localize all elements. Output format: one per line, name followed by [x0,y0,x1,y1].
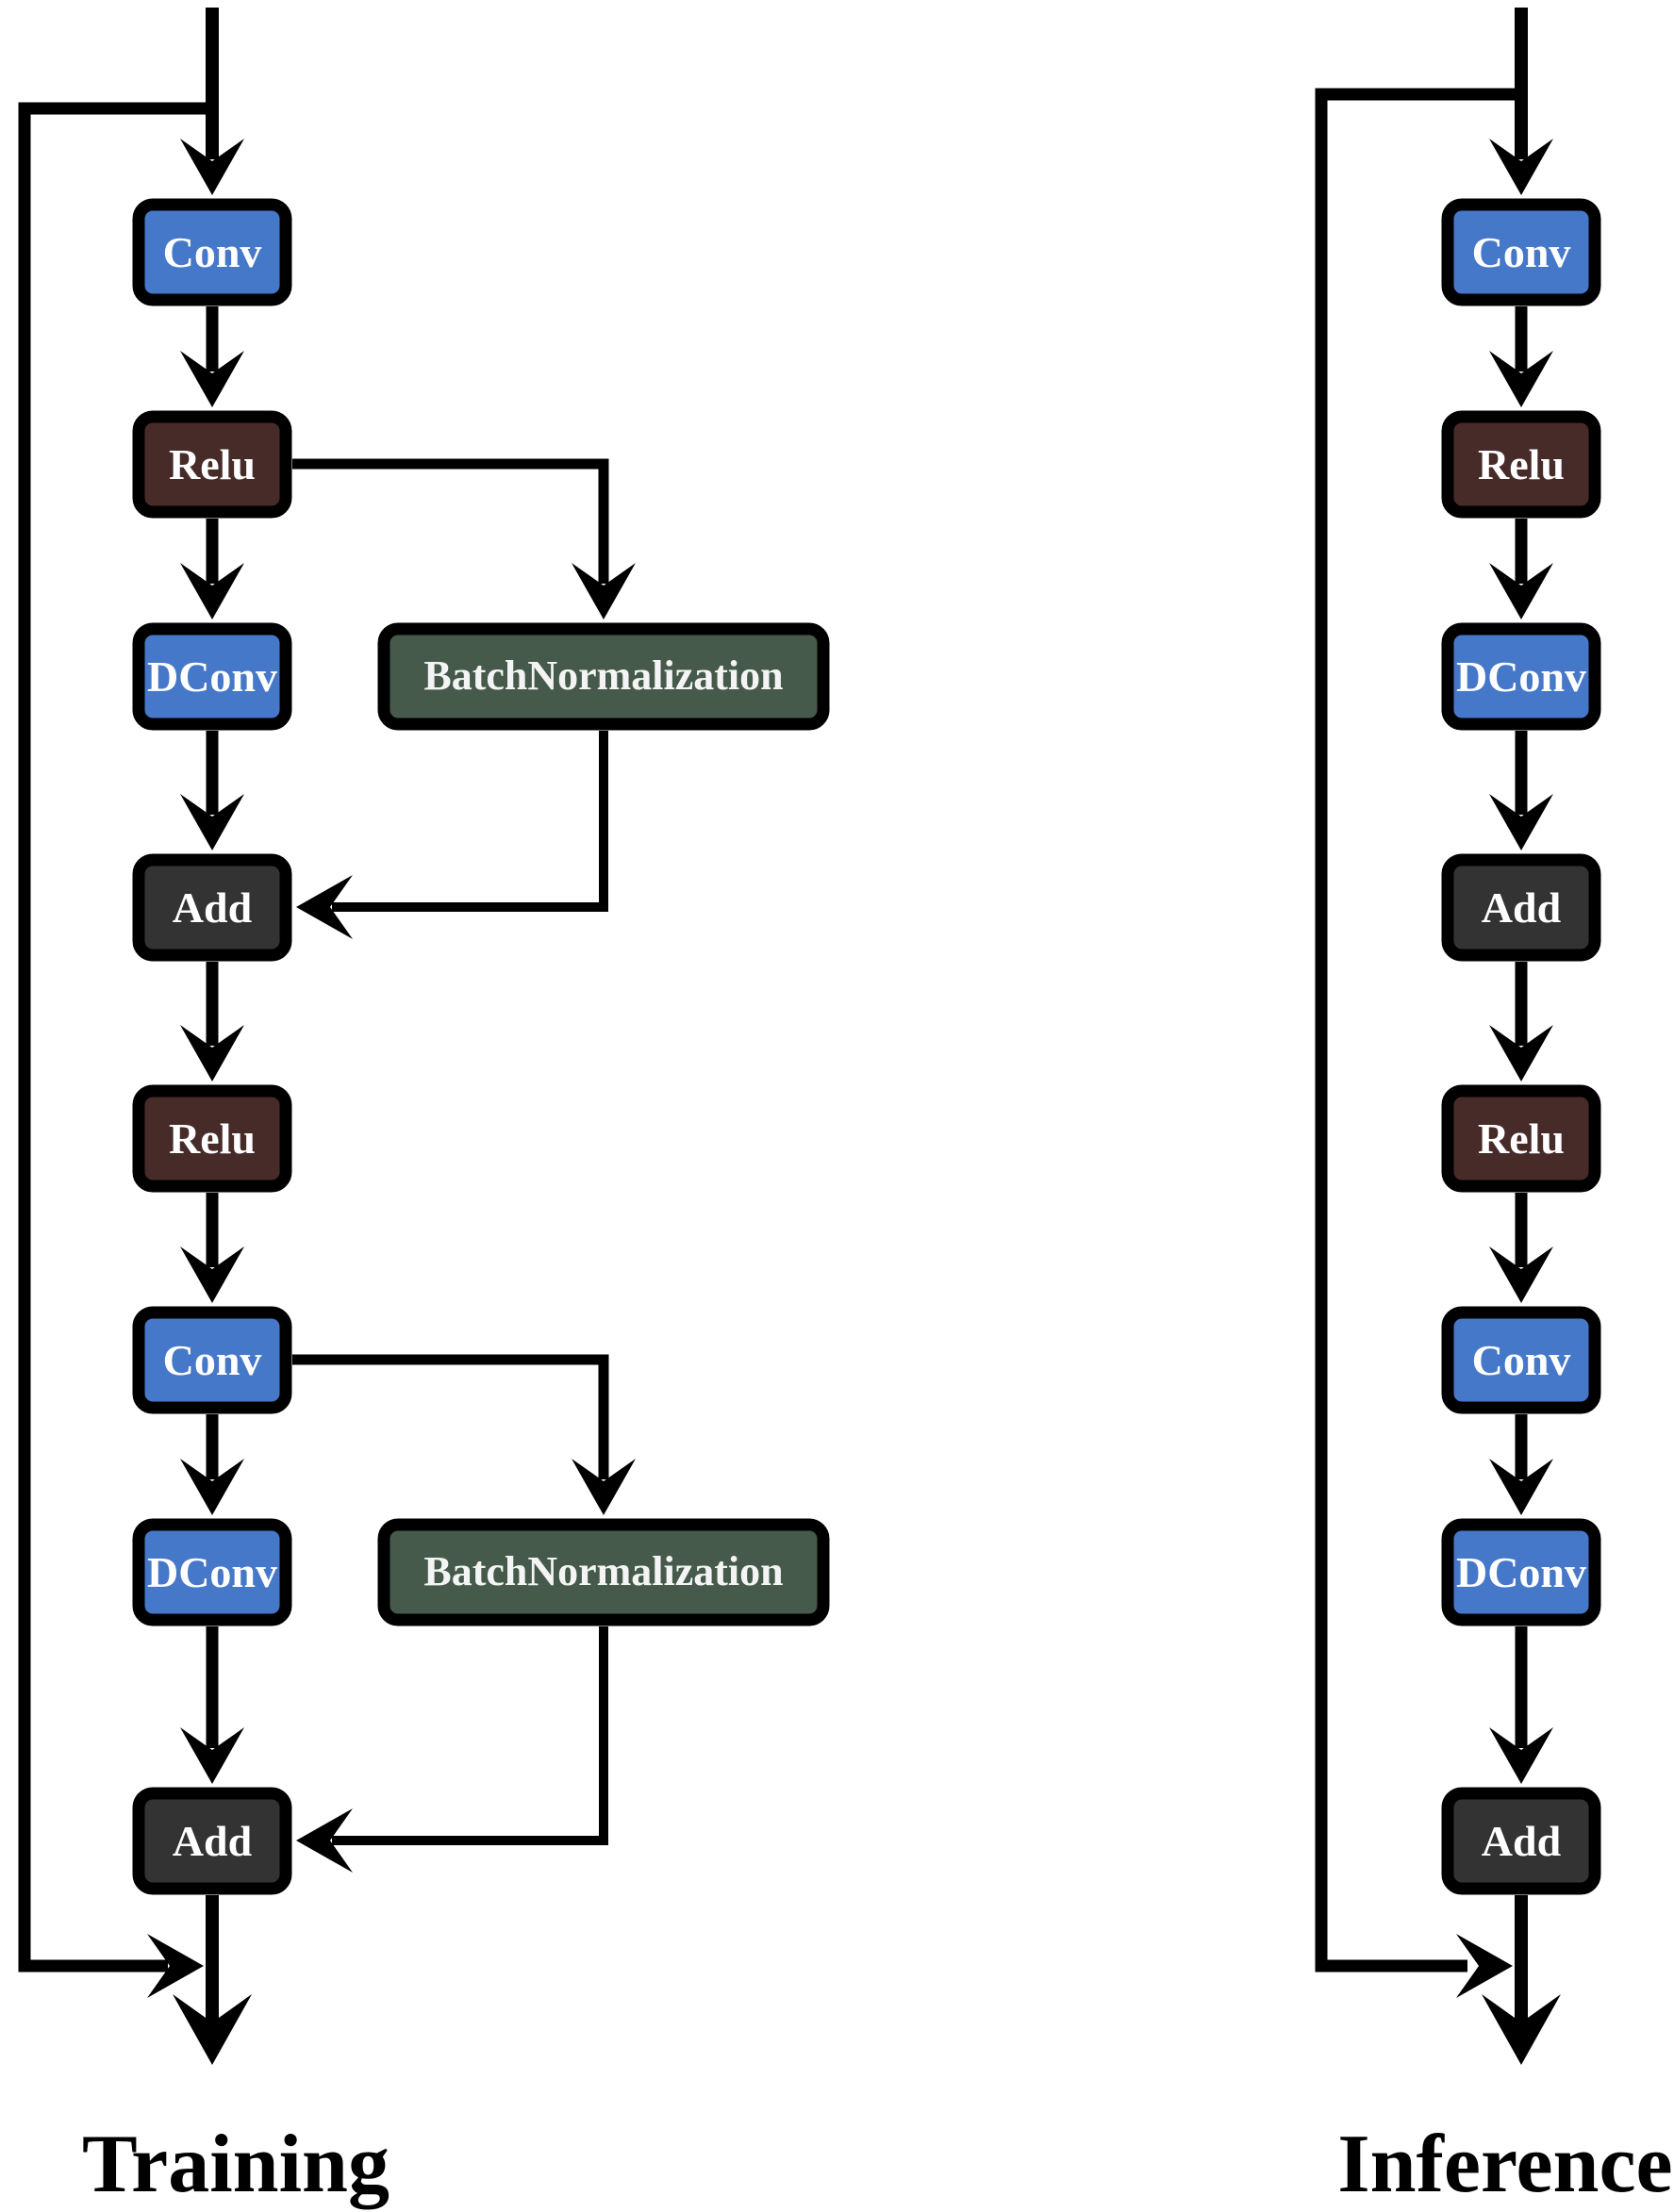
arrowhead-icon [180,1246,244,1303]
training-relu-1-label: Relu [169,440,256,488]
arrowhead-icon [180,1727,244,1784]
training-conv-2-box [132,1306,292,1414]
inference-add-2-label: Add [1482,1817,1562,1865]
arrowhead-icon [1489,1459,1553,1515]
inference-add-2-box [1441,1787,1601,1895]
branch-line [292,1354,609,1479]
inference-dconv-1-label: DConv [1456,652,1586,701]
training-add-1-label: Add [173,883,253,932]
training-dconv-2-label: DConv [147,1548,277,1596]
arrowhead-icon [180,139,244,195]
arrowhead-icon [1489,1246,1553,1303]
inference-relu-2-label: Relu [1478,1114,1565,1163]
training-batchnorm-2-box [377,1518,830,1626]
arrowhead-icon [180,1025,244,1081]
inference-diagram: Conv Relu DConv Add Relu Conv DConv Add … [1315,8,1673,2210]
training-batchnorm-1-label: BatchNormalization [423,652,783,699]
training-branch-conv-to-bn2 [292,1354,636,1515]
training-add-1-box [132,853,292,962]
training-nodes: Conv Relu DConv Add Relu Conv DConv Add … [132,198,830,1895]
inference-skip-line [1315,88,1521,1973]
arrowhead-icon [1489,351,1553,407]
arrowhead-icon [572,563,636,619]
arrowhead-icon [1489,563,1553,619]
branch-line [292,458,609,584]
inference-relu-1-label: Relu [1478,440,1565,488]
training-skip-arrowhead-icon [147,1934,204,1998]
arrowhead-icon [1489,794,1553,850]
training-bn1-to-add1 [296,731,608,939]
inference-skip-arrowhead-icon [1456,1934,1513,1998]
training-batchnorm-2-label: BatchNormalization [423,1548,783,1594]
arrowhead-icon [180,1459,244,1515]
training-batchnorm-1-box [377,622,830,731]
arrowhead-icon [296,875,353,939]
training-bn2-to-add2 [296,1626,608,1873]
arrowhead-icon [296,1808,353,1873]
inference-conv-1-box [1441,198,1601,306]
training-dconv-1-label: DConv [147,652,277,701]
training-skip-line [18,102,212,1973]
inference-relu-1-box [1441,410,1601,519]
output-arrowhead-icon [173,1994,252,2065]
arrowhead-icon [180,563,244,619]
training-conv-2-label: Conv [163,1336,262,1384]
arrowhead-icon [180,351,244,407]
training-conv-1-box [132,198,292,306]
inference-nodes: Conv Relu DConv Add Relu Conv DConv Add [1441,198,1601,1895]
training-dconv-2-box [132,1518,292,1626]
training-title: Training [82,2119,389,2210]
training-add-2-box [132,1787,292,1895]
arrowhead-icon [1489,1727,1553,1784]
inference-conv-1-label: Conv [1472,228,1571,276]
training-branch-relu-to-bn1 [292,458,636,619]
arrowhead-icon [1489,139,1553,195]
inference-dconv-2-box [1441,1518,1601,1626]
inference-relu-2-box [1441,1084,1601,1193]
inference-skip-connection [1315,88,1521,1998]
output-arrowhead-icon [1482,1994,1561,2065]
training-diagram: Conv Relu DConv Add Relu Conv DConv Add … [18,8,830,2210]
inference-conv-2-box [1441,1306,1601,1414]
branch-line [332,731,608,912]
training-dconv-1-box [132,622,292,731]
inference-dconv-2-label: DConv [1456,1548,1586,1596]
inference-add-1-label: Add [1482,883,1562,932]
inference-title: Inference [1337,2119,1672,2210]
inference-add-1-box [1441,853,1601,962]
inference-flow-arrows [1482,8,1561,2065]
arrowhead-icon [572,1459,636,1515]
branch-line [332,1626,608,1845]
arrowhead-icon [180,794,244,850]
training-flow-arrows [173,8,252,2065]
training-relu-1-box [132,410,292,519]
training-relu-2-label: Relu [169,1114,256,1163]
training-add-2-label: Add [173,1817,253,1865]
training-relu-2-box [132,1084,292,1193]
arrowhead-icon [1489,1025,1553,1081]
inference-conv-2-label: Conv [1472,1336,1571,1384]
inference-dconv-1-box [1441,622,1601,731]
training-skip-connection [18,102,212,1998]
training-conv-1-label: Conv [163,228,262,276]
